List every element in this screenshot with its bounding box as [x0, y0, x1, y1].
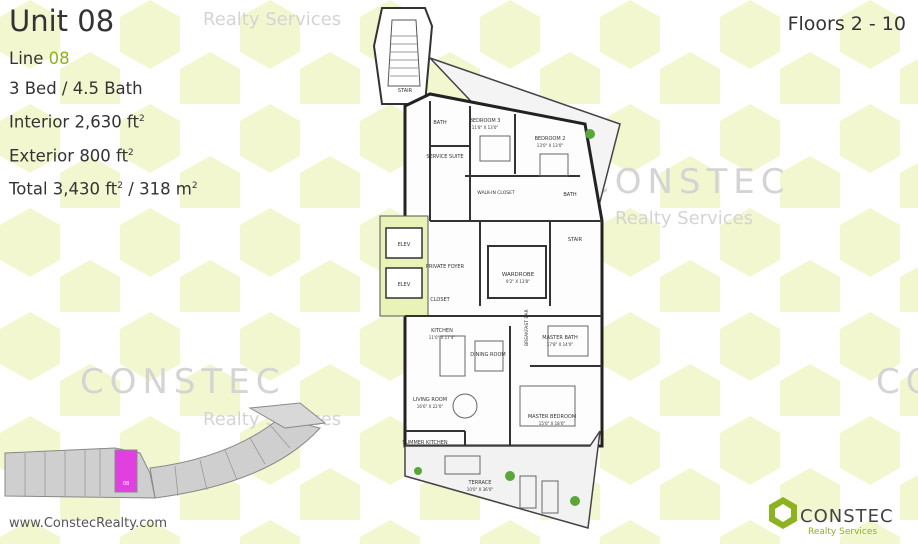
- label-summer-kitchen: SUMMER KITCHEN: [402, 440, 448, 446]
- label-kitchen: KITCHEN: [431, 328, 453, 334]
- label-master-bath-dim: 17'8" X 14'0": [547, 342, 574, 347]
- label-master-bedroom: MASTER BEDROOM: [528, 414, 576, 420]
- brand-name: CONSTEC: [800, 506, 894, 527]
- floors-range: Floors 2 - 10: [787, 13, 906, 35]
- watermark-realty-right: Realty Services: [615, 208, 754, 229]
- label-master-bedroom-dim: 15'0" X 18'0": [539, 421, 566, 426]
- label-stair-top: STAIR: [398, 88, 413, 94]
- label-dining-room: DINING ROOM: [470, 352, 505, 358]
- unit-title: Unit 08: [9, 4, 115, 38]
- watermark-realty-top: Realty Services: [203, 9, 342, 30]
- line-info: Line 08: [9, 49, 70, 68]
- label-kitchen-dim: 11'0" X 17'4": [429, 335, 456, 340]
- hexagon-logo-icon: [769, 497, 797, 529]
- label-wardrobe-dim: 9'2" X 13'8": [506, 279, 530, 284]
- beds-baths: 3 Bed / 4.5 Bath: [9, 79, 143, 98]
- unit-highlight: [114, 449, 138, 493]
- watermark-constec-left: CONSTEC: [80, 362, 286, 402]
- website-link[interactable]: www.ConstecRealty.com: [9, 516, 167, 531]
- label-elev-1: ELEV: [398, 242, 411, 248]
- key-plan: 08: [4, 402, 327, 499]
- line-value: 08: [48, 49, 70, 68]
- brand-logo: CONSTEC Realty Services: [768, 496, 893, 537]
- unit-highlight-label: 08: [123, 481, 129, 487]
- label-bath-1: BATH: [433, 120, 447, 126]
- label-service-suite: SERVICE SUITE: [426, 154, 463, 160]
- label-stair-right: STAIR: [568, 237, 583, 243]
- floor-plan: STAIR BATH BEDROOM 3 11'8" X 13'0" BEDRO…: [372, 7, 621, 529]
- watermark-constec-right: CONSTEC: [585, 162, 791, 202]
- interior-area: Interior 2,630 ft2: [9, 112, 145, 132]
- total-area: Total 3,430 ft2 / 318 m2: [9, 179, 198, 199]
- label-bedroom2-dim: 13'0" X 13'0": [537, 143, 564, 148]
- label-wardrobe: WARDROBE: [502, 272, 535, 278]
- brand-sub: Realty Services: [808, 527, 878, 537]
- watermark-constec-edge: CONSTEC: [876, 362, 918, 402]
- label-walkin-closet: WALK-IN CLOSET: [477, 190, 515, 196]
- label-living-room-dim: 16'6" X 22'0": [417, 404, 444, 409]
- exterior-area: Exterior 800 ft2: [9, 146, 134, 165]
- label-private-foyer: PRIVATE FOYER: [426, 264, 465, 270]
- label-living-room: LIVING ROOM: [413, 397, 447, 403]
- label-master-bath: MASTER BATH: [542, 335, 578, 341]
- label-closet: CLOSET: [430, 297, 450, 303]
- label-bedroom2: BEDROOM 2: [535, 136, 566, 142]
- label-bedroom3: BEDROOM 3: [470, 118, 501, 124]
- label-breakfast-bar: BREAKFAST BAR: [524, 309, 530, 346]
- label-elev-2: ELEV: [398, 282, 411, 288]
- plant-icons: [414, 129, 595, 506]
- label-terrace-dim: 10'0" X 36'0": [467, 487, 494, 492]
- label-bedroom3-dim: 11'8" X 13'0": [472, 125, 499, 130]
- unit-info: Unit 08 Line 08 3 Bed / 4.5 Bath Interio…: [9, 4, 198, 205]
- label-terrace: TERRACE: [468, 480, 492, 486]
- stair-tower: [372, 7, 434, 105]
- label-bath-2: BATH: [563, 192, 577, 198]
